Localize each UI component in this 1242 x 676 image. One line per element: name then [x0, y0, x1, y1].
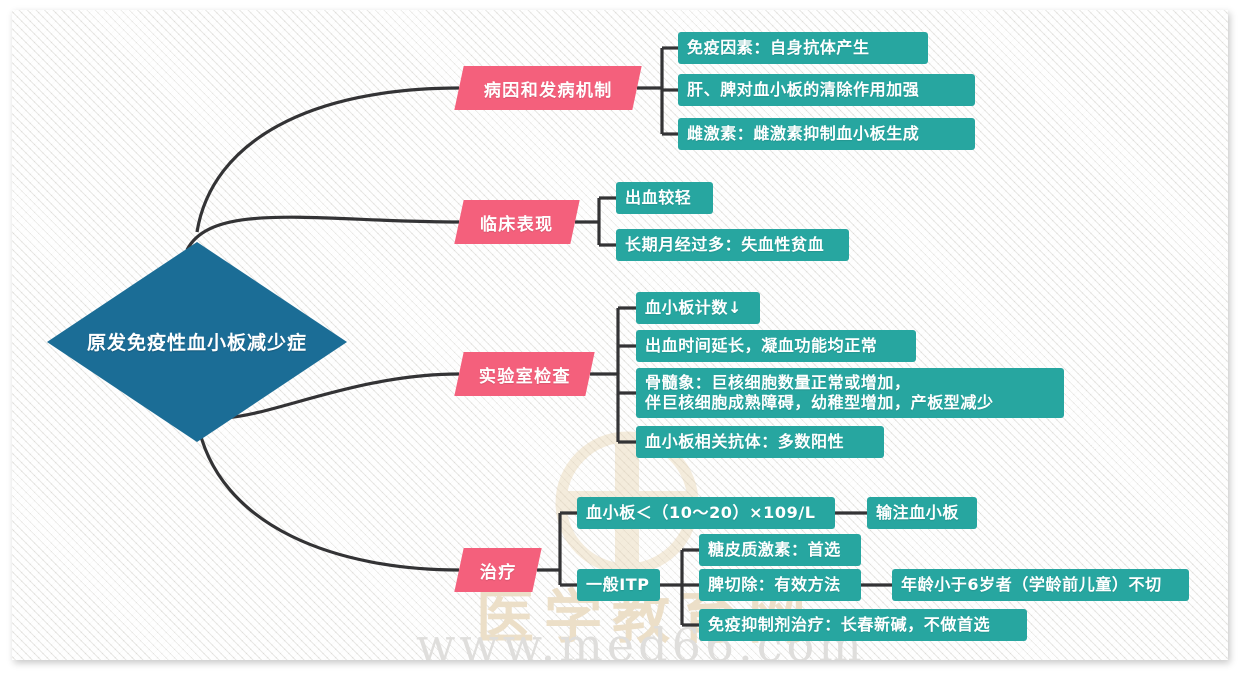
leaf-label: 出血较轻 [625, 187, 692, 207]
leaf-node[interactable]: 输注血小板 [867, 497, 977, 529]
branch-node-lab[interactable]: 实验室检查 [454, 352, 595, 396]
leaf-label: 免疫抑制剂治疗：长春新碱，不做首选 [708, 614, 991, 634]
leaf-node[interactable]: 骨髓象：巨核细胞数量正常或增加， 伴巨核细胞成熟障碍，幼稚型增加，产板型减少 [636, 368, 1064, 418]
branch-node-etiology[interactable]: 病因和发病机制 [454, 66, 642, 110]
leaf-label: 骨髓象：巨核细胞数量正常或增加， 伴巨核细胞成熟障碍，幼稚型增加，产板型减少 [645, 372, 994, 412]
branch-label: 病因和发病机制 [483, 80, 613, 101]
branch-label: 治疗 [479, 562, 517, 583]
leaf-label: 输注血小板 [876, 502, 960, 522]
leaf-label: 雌激素：雌激素抑制血小板生成 [687, 123, 920, 143]
leaf-label: 血小板计数↓ [645, 297, 743, 317]
leaf-node[interactable]: 肝、脾对血小板的清除作用加强 [678, 74, 975, 106]
leaf-node[interactable]: 血小板相关抗体：多数阳性 [636, 426, 884, 458]
leaf-node[interactable]: 年龄小于6岁者（学龄前儿童）不切 [892, 569, 1189, 601]
mindmap-paper: 医学教育网 www.med66.com [12, 10, 1228, 660]
branch-node-clinical[interactable]: 临床表现 [454, 200, 580, 244]
leaf-node[interactable]: 一般ITP [577, 569, 660, 601]
root-label: 原发免疫性血小板减少症 [86, 332, 307, 354]
leaf-node[interactable]: 出血较轻 [616, 182, 713, 214]
link-root-to-branch-1 [195, 86, 460, 233]
leaf-node[interactable]: 长期月经过多：失血性贫血 [616, 229, 849, 261]
leaf-label: 出血时间延长，凝血功能均正常 [645, 335, 878, 355]
leaf-node[interactable]: 糖皮质激素：首选 [699, 534, 861, 566]
leaf-label: 长期月经过多：失血性贫血 [625, 234, 825, 254]
branch-label: 实验室检查 [478, 366, 571, 387]
leaf-node[interactable]: 血小板计数↓ [636, 292, 760, 324]
leaf-node[interactable]: 免疫抑制剂治疗：长春新碱，不做首选 [699, 609, 1027, 641]
leaf-label: 年龄小于6岁者（学龄前儿童）不切 [901, 574, 1162, 594]
leaf-label: 肝、脾对血小板的清除作用加强 [687, 79, 920, 99]
connector-layer [185, 46, 892, 627]
leaf-node[interactable]: 血小板＜（10～20）×109/L [577, 497, 835, 529]
leaf-label: 脾切除：有效方法 [708, 574, 841, 594]
leaf-node[interactable]: 脾切除：有效方法 [699, 569, 861, 601]
root-node[interactable]: 原发免疫性血小板减少症 [47, 242, 347, 442]
leaf-node[interactable]: 出血时间延长，凝血功能均正常 [636, 330, 916, 362]
leaf-label: 血小板＜（10～20）×109/L [586, 502, 816, 522]
branch-node-treatment[interactable]: 治疗 [454, 548, 542, 592]
leaf-label: 血小板相关抗体：多数阳性 [645, 431, 845, 451]
leaf-node[interactable]: 雌激素：雌激素抑制血小板生成 [678, 118, 975, 150]
leaf-label: 免疫因素：自身抗体产生 [687, 37, 870, 57]
leaf-label: 一般ITP [586, 574, 650, 594]
branch-label: 临床表现 [480, 214, 554, 235]
leaf-node[interactable]: 免疫因素：自身抗体产生 [678, 32, 928, 64]
leaf-label: 糖皮质激素：首选 [708, 539, 841, 559]
